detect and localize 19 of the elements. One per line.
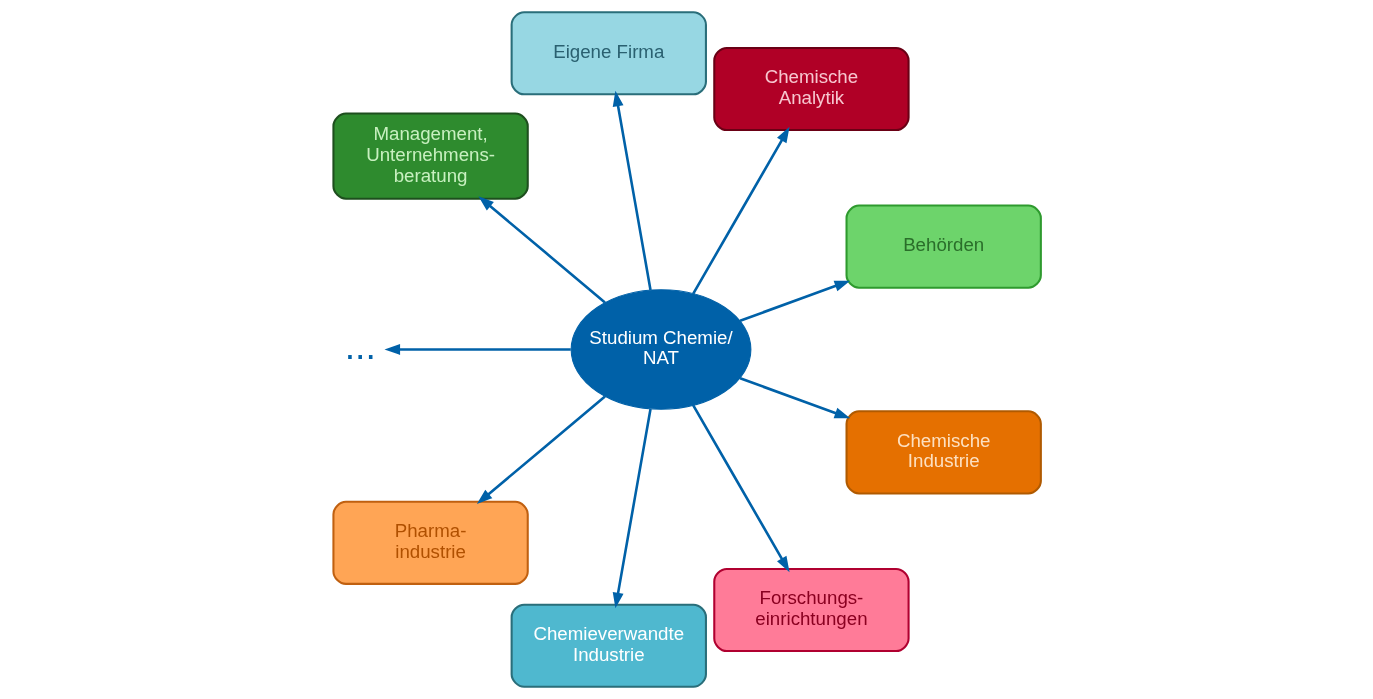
node-box: Eigene Firma xyxy=(510,11,707,96)
arrow xyxy=(384,344,571,355)
arrow xyxy=(476,395,606,505)
node-box: Management, Unternehmens- beratung xyxy=(332,112,529,200)
arrow xyxy=(612,90,652,291)
node-box: Chemieverwandte Industrie xyxy=(510,603,707,688)
arrow xyxy=(739,280,851,322)
arrow xyxy=(692,126,790,295)
node-box: Pharma- industrie xyxy=(332,500,529,585)
arrow xyxy=(612,408,652,609)
arrow xyxy=(692,404,790,573)
arrow xyxy=(478,196,606,304)
node-box: Chemische Analytik xyxy=(713,46,910,132)
node-box: Chemische Industrie xyxy=(845,410,1042,495)
node-box: Behörden xyxy=(845,204,1042,289)
arrow xyxy=(739,377,851,419)
node-box: Forschungs- einrichtungen xyxy=(713,567,910,653)
node-ellipse: Studium Chemie/ NAT xyxy=(570,289,752,410)
node-text: ... xyxy=(344,324,376,367)
